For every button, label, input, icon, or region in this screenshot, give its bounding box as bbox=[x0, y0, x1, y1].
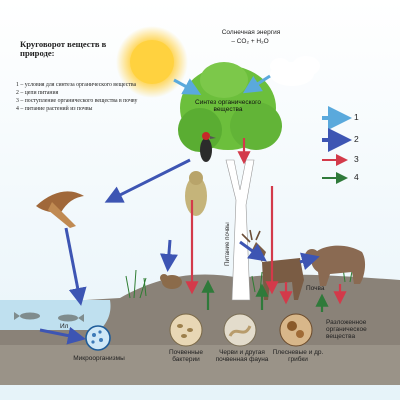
legend-key-number-3: 3 bbox=[354, 154, 359, 164]
sun-formula-label: – CO₂ + H₂O bbox=[231, 38, 269, 45]
trunk-label: Питание почвы bbox=[224, 222, 231, 266]
worms-label: Черви и другая почвенная фауна bbox=[215, 349, 269, 363]
sun-icon bbox=[116, 26, 188, 98]
arrows-to-decomposers bbox=[39, 326, 86, 345]
soil-label: Почва bbox=[306, 285, 325, 292]
arrows-organic-input bbox=[185, 138, 347, 305]
synthesis-label: Синтез органического вещества bbox=[195, 99, 261, 113]
bird-icon bbox=[36, 191, 84, 228]
fish-icon bbox=[14, 312, 84, 322]
legend-note-2: 2 – цепи питания bbox=[16, 90, 59, 97]
sun-energy-label: Солнечная энергия bbox=[221, 29, 281, 36]
woodpecker-icon bbox=[200, 132, 216, 162]
legend-key-number-2: 2 bbox=[354, 134, 359, 144]
arrows-plant-nutrition bbox=[201, 279, 329, 312]
cloud-icon bbox=[270, 56, 320, 86]
owl-icon bbox=[185, 171, 207, 216]
legend-key-number-1: 1 bbox=[354, 112, 359, 122]
microorganisms-label: Микроорганизмы bbox=[73, 355, 125, 362]
mouse-icon bbox=[160, 274, 182, 289]
arrows-conditions bbox=[173, 74, 271, 95]
legend-key-number-4: 4 bbox=[354, 172, 359, 182]
decomposed-label: Разложенное органическое вещества bbox=[326, 319, 367, 340]
legend-note-1: 1 – условия для синтеза органического ве… bbox=[16, 82, 137, 88]
diagram-title: Круговорот веществ в природе: bbox=[20, 39, 107, 59]
worm-icon bbox=[223, 313, 257, 347]
soil-bacteria-label: Почвенные бактерии bbox=[169, 349, 203, 363]
pond-water bbox=[0, 300, 111, 330]
legend-note-3: 3 – поступление органического вещества в… bbox=[16, 98, 138, 105]
silt-label: Ил bbox=[60, 323, 69, 330]
soil-deep-layer bbox=[0, 345, 400, 385]
bacteria-icon bbox=[169, 313, 203, 347]
legend-notes: 1 – условия для синтеза органического ве… bbox=[16, 82, 156, 114]
microorganism-icon bbox=[85, 325, 111, 351]
arrows-food-chains bbox=[64, 158, 320, 306]
fungi-icon bbox=[279, 313, 313, 347]
legend-note-4: 4 – питание растений из почвы bbox=[16, 106, 93, 113]
fungi-label: Плесневые и др. грибки bbox=[272, 349, 324, 363]
